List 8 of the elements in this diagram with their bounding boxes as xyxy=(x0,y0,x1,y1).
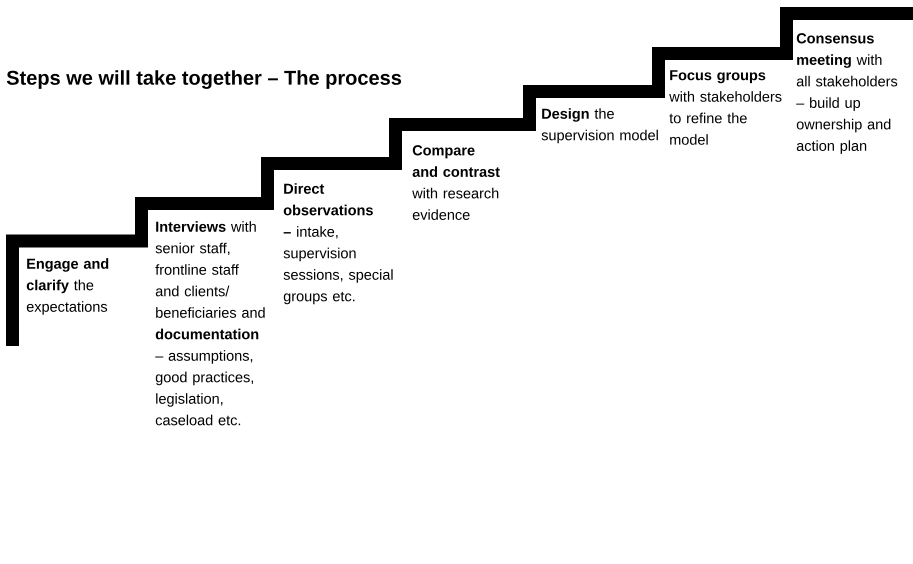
step-text: Focus groups with stakeholders to refine the model xyxy=(669,70,782,145)
step-text: Compare and contrast with research evidence xyxy=(412,145,500,220)
title: Steps we will take together – The process xyxy=(6,70,402,89)
step-text: Interviews with senior staff, frontline staff and clients/ beneficiaries and documentation – assumptions, good practices, legislation, caseload etc. xyxy=(155,221,265,426)
step-text: Consensus meeting with all stakeholders – build up ownership and action plan xyxy=(796,33,898,154)
step-text: Engage and clarify the expectations xyxy=(26,258,108,315)
step-text: Direct observations – intake, supervision sessions, special groups etc. xyxy=(284,183,393,304)
step-text: Design the supervision model xyxy=(542,108,658,144)
